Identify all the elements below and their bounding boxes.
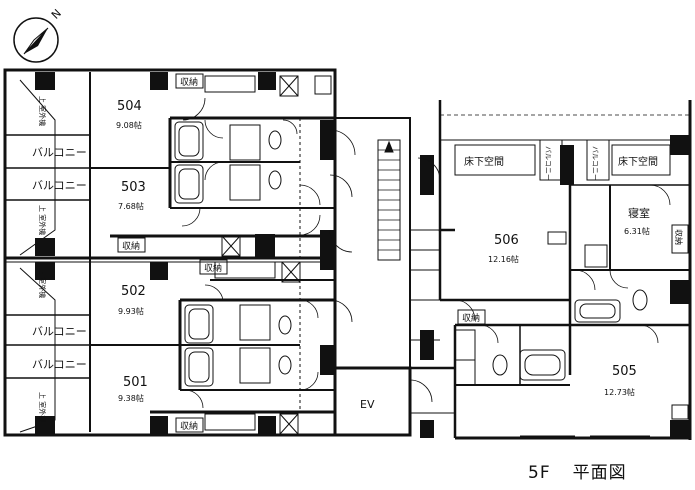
core-stairs-ev	[333, 117, 456, 437]
outdoor-unit-label-4: 上 室外機	[38, 392, 47, 422]
bedroom-label: 寝室	[628, 206, 650, 220]
ev-label: EV	[360, 398, 375, 411]
balcony-short-label-2: バルコニー	[591, 146, 599, 181]
balcony-label-502: バルコニー	[32, 325, 87, 338]
unit-502-name: 502	[121, 284, 146, 299]
balcony-labels: バルコニー バルコニー バルコニー バルコニー 上 室外機 上 室外機 上 室外…	[32, 96, 87, 422]
unit-506-area: 12.16帖	[488, 254, 519, 264]
storage-label-502: 収納	[204, 262, 222, 274]
unit-labels: 504 9.08帖 503 7.68帖 502 9.93帖 501 9.38帖 …	[116, 99, 650, 411]
unit-503-area: 7.68帖	[118, 201, 144, 211]
bath-fixtures-left	[174, 75, 332, 435]
door-swings-left	[181, 97, 356, 409]
balcony-label-501: バルコニー	[32, 358, 87, 371]
crawl-space-labels: 床下空間 床下空間 バルコニー バルコニー	[464, 146, 658, 181]
balcony-short-label-1: バルコニー	[544, 146, 552, 181]
unit-506-name: 506	[494, 233, 519, 248]
crawl-space-label-1: 床下空間	[464, 155, 504, 168]
crawl-space-label-2: 床下空間	[618, 155, 658, 168]
storage-label-501: 収納	[180, 420, 198, 432]
storage-label-503: 収納	[122, 240, 140, 252]
door-swings-right	[409, 157, 671, 403]
balcony-label-503: バルコニー	[32, 179, 87, 192]
plan-title: 平面図	[572, 463, 627, 483]
unit-504-name: 504	[117, 99, 142, 114]
plan-footer: 5F 平面図	[528, 458, 649, 483]
unit-501-area: 9.38帖	[118, 393, 144, 403]
storage-label-506: 収納	[462, 312, 480, 324]
storage-labels: 収納 収納 収納 収納 収納 収納	[117, 73, 689, 433]
right-block-walls	[410, 100, 692, 440]
storage-label-bedroom: 収納	[674, 229, 684, 245]
unit-501-name: 501	[123, 375, 148, 390]
balcony-label-504: バルコニー	[32, 146, 87, 159]
unit-503-name: 503	[121, 180, 146, 195]
unit-502-area: 9.93帖	[118, 306, 144, 316]
unit-505-area: 12.73帖	[604, 387, 635, 397]
unit-505-name: 505	[612, 364, 637, 379]
floor-label: 5F	[528, 463, 551, 483]
structural-columns	[35, 72, 690, 438]
storage-label-504: 収納	[180, 76, 198, 88]
outdoor-unit-label-2: 上 室外機	[38, 205, 47, 235]
outdoor-unit-label-3: 上 室外機	[38, 268, 47, 298]
unit-504-area: 9.08帖	[116, 120, 142, 130]
outdoor-unit-label-1: 上 室外機	[38, 96, 47, 126]
bedroom-area: 6.31帖	[624, 226, 650, 236]
compass-north-label: N	[49, 7, 64, 22]
compass-icon: N	[13, 7, 64, 63]
